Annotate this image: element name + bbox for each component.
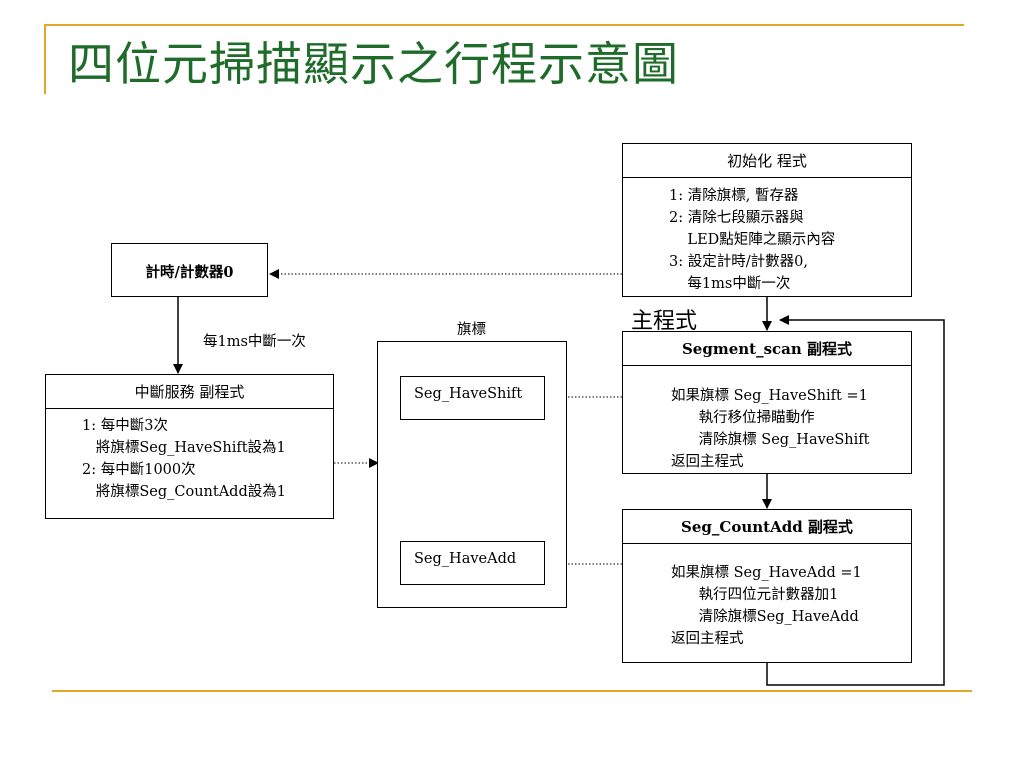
isr-line-1: 1: 每中斷3次 bbox=[82, 418, 168, 434]
top-accent-line bbox=[44, 24, 964, 26]
segment-scan-line-1: 如果旗標 Seg_HaveShift =1 bbox=[671, 388, 868, 404]
flag-seg-haveadd-label: Seg_HaveAdd bbox=[414, 551, 517, 567]
seg-countadd-box: Seg_CountAdd 副程式 如果旗標 Seg_HaveAdd =1 執行四… bbox=[622, 509, 912, 663]
seg-countadd-header: Seg_CountAdd 副程式 bbox=[623, 510, 911, 544]
loop-back-line bbox=[766, 315, 945, 686]
bottom-accent-line bbox=[52, 690, 972, 692]
isr-header: 中斷服務 副程式 bbox=[46, 375, 333, 409]
isr-line-2: 將旗標Seg_HaveShift設為1 bbox=[82, 440, 286, 456]
segment-scan-header: Segment_scan 副程式 bbox=[623, 332, 911, 366]
interrupt-rate-label: 每1ms中斷一次 bbox=[203, 334, 306, 350]
segment-scan-box: Segment_scan 副程式 如果旗標 Seg_HaveShift =1 執… bbox=[622, 331, 912, 474]
init-program-line-5: 每1ms中斷一次 bbox=[669, 276, 791, 292]
main-program-label: 主程式 bbox=[631, 309, 698, 334]
seg-countadd-line-3: 清除旗標Seg_HaveAdd bbox=[671, 609, 859, 625]
flag-seg-haveshift-box: Seg_HaveShift bbox=[400, 376, 545, 420]
seg-countadd-line-1: 如果旗標 Seg_HaveAdd =1 bbox=[671, 565, 862, 581]
init-program-line-1: 1: 清除旗標, 暫存器 bbox=[669, 188, 799, 204]
isr-box: 中斷服務 副程式 1: 每中斷3次 將旗標Seg_HaveShift設為1 2:… bbox=[45, 374, 334, 519]
isr-line-3: 2: 每中斷1000次 bbox=[82, 462, 196, 478]
flags-group-label: 旗標 bbox=[457, 322, 486, 338]
init-program-header: 初始化 程式 bbox=[623, 144, 911, 178]
init-program-line-3: LED點矩陣之顯示內容 bbox=[669, 232, 836, 248]
timer-counter-box: 計時/計數器0 bbox=[111, 243, 268, 297]
timer-counter-label: 計時/計數器0 bbox=[145, 264, 234, 281]
slide-title: 四位元掃描顯示之行程示意圖 bbox=[68, 37, 679, 91]
init-program-line-2: 2: 清除七段顯示器與 bbox=[669, 210, 804, 226]
seg-countadd-line-4: 返回主程式 bbox=[671, 631, 744, 647]
flag-seg-haveadd-box: Seg_HaveAdd bbox=[400, 541, 545, 585]
isr-line-4: 將旗標Seg_CountAdd設為1 bbox=[82, 484, 286, 500]
segment-scan-line-2: 執行移位掃瞄動作 bbox=[671, 410, 815, 426]
init-program-box: 初始化 程式 1: 清除旗標, 暫存器 2: 清除七段顯示器與 LED點矩陣之顯… bbox=[622, 143, 912, 297]
flag-seg-haveshift-label: Seg_HaveShift bbox=[414, 386, 523, 402]
segment-scan-line-3: 清除旗標 Seg_HaveShift bbox=[671, 432, 870, 448]
init-program-line-4: 3: 設定計時/計數器0, bbox=[669, 254, 808, 270]
left-accent-line bbox=[44, 24, 46, 94]
seg-countadd-line-2: 執行四位元計數器加1 bbox=[671, 587, 839, 603]
segment-scan-line-4: 返回主程式 bbox=[671, 454, 744, 470]
